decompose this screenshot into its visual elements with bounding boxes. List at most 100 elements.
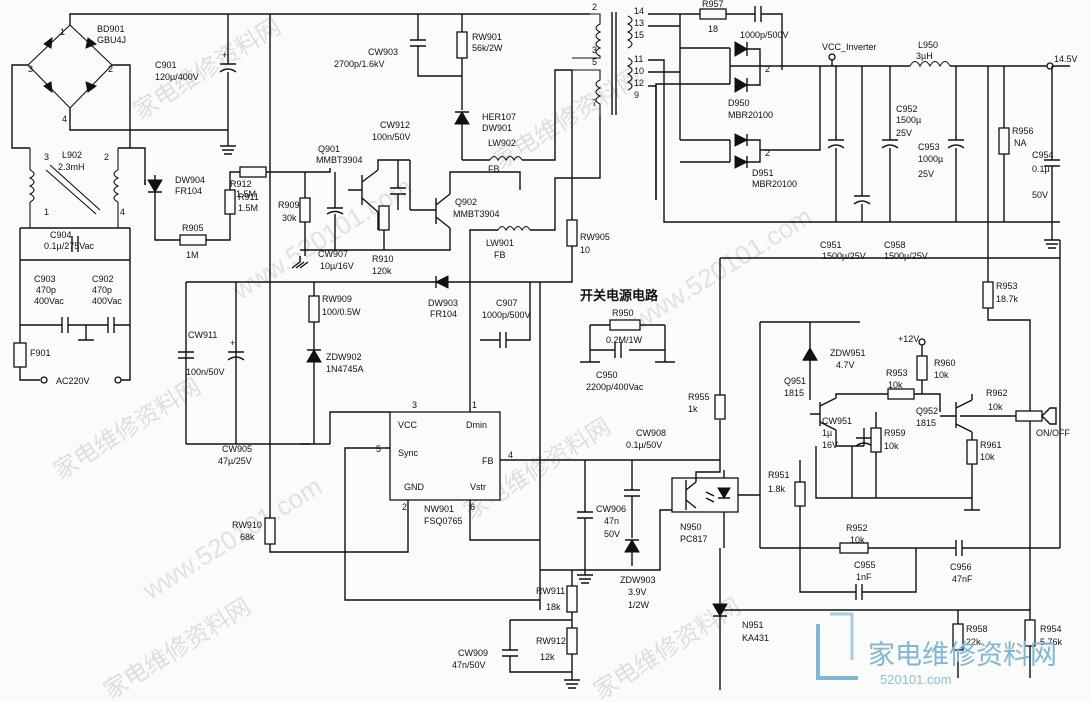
svg-text:ZDW951: ZDW951 xyxy=(830,348,866,358)
svg-text:100n/50V: 100n/50V xyxy=(372,132,411,142)
svg-text:22k: 22k xyxy=(966,637,981,647)
svg-text:D951: D951 xyxy=(752,168,774,178)
svg-text:1nF: 1nF xyxy=(856,572,872,582)
svg-text:C955: C955 xyxy=(854,560,876,570)
c952-capacitor: C952 1500µ 25V xyxy=(881,66,921,222)
svg-text:1815: 1815 xyxy=(916,418,936,428)
f901-fuse: F901 AC220V xyxy=(13,325,131,386)
svg-text:3: 3 xyxy=(412,400,417,410)
c901-capacitor: + C901 120µ/400V xyxy=(155,14,237,155)
bd901-val: GBU4J xyxy=(97,35,126,45)
logo-text: 家电维修资料网 xyxy=(868,640,1057,671)
svg-text:1N4745A: 1N4745A xyxy=(326,364,364,374)
svg-text:LW901: LW901 xyxy=(486,238,514,248)
svg-text:1µ: 1µ xyxy=(822,428,832,438)
watermark-layer: 家电维修资料网 家电维修资料网 家电维修资料网 家电维修资料网 家电维修资料网 … xyxy=(48,12,817,702)
svg-text:2200p/400Vac: 2200p/400Vac xyxy=(586,382,644,392)
svg-text:400Vac: 400Vac xyxy=(34,296,64,306)
svg-text:R961: R961 xyxy=(980,440,1002,450)
svg-text:C950: C950 xyxy=(596,370,618,380)
onoff-label: ON/OFF xyxy=(1036,428,1070,438)
svg-text:470p: 470p xyxy=(92,285,112,295)
svg-text:ZDW903: ZDW903 xyxy=(620,575,656,585)
svg-text:NA: NA xyxy=(1014,138,1027,148)
svg-text:RW905: RW905 xyxy=(580,232,610,242)
svg-text:2: 2 xyxy=(765,148,770,158)
bridge-rectifier: 13 24 BD901 GBU4J xyxy=(27,24,126,124)
svg-text:CW905: CW905 xyxy=(222,444,252,454)
rw909-resistor: RW909 100/0.5W xyxy=(308,282,361,350)
svg-text:2: 2 xyxy=(765,64,770,74)
logo-url: 520101.com xyxy=(880,672,952,687)
svg-text:3.9V: 3.9V xyxy=(628,587,647,597)
page-title: 开关电源电路 xyxy=(580,288,659,304)
rw911-resistor: RW911 18k xyxy=(536,585,578,613)
svg-text:1/2W: 1/2W xyxy=(628,600,650,610)
svg-text:Q901: Q901 xyxy=(318,144,340,154)
n950-optocoupler: N950 PC817 xyxy=(671,460,760,548)
svg-text:10: 10 xyxy=(634,66,644,76)
ground-icon xyxy=(291,261,309,269)
r954-resistor: R954 5.76k xyxy=(1024,548,1063,678)
svg-text:MMBT3904: MMBT3904 xyxy=(316,155,363,165)
svg-text:14: 14 xyxy=(634,6,644,16)
svg-text:1500µ/25V: 1500µ/25V xyxy=(822,251,866,261)
svg-text:RW911: RW911 xyxy=(536,586,565,596)
svg-text:HER107: HER107 xyxy=(482,112,516,122)
svg-text:FB: FB xyxy=(482,456,494,466)
svg-text:1k: 1k xyxy=(688,404,698,414)
onoff-connector[interactable]: ON/OFF xyxy=(1036,407,1070,438)
r951-resistor: R951 1.8k xyxy=(768,460,806,548)
svg-text:100n/50V: 100n/50V xyxy=(186,367,225,377)
svg-text:2: 2 xyxy=(402,502,407,512)
svg-text:C954: C954 xyxy=(1032,150,1054,160)
dw903-diode: DW903 FR104 xyxy=(186,275,458,319)
svg-text:CW911: CW911 xyxy=(188,330,217,340)
svg-text:9: 9 xyxy=(634,90,639,100)
svg-text:C952: C952 xyxy=(896,104,918,114)
svg-text:6: 6 xyxy=(470,502,475,512)
svg-text:1: 1 xyxy=(44,207,49,217)
cw903-capacitor: CW903 2700p/1.6kV xyxy=(334,14,462,77)
c901-val: 120µ/400V xyxy=(155,72,199,82)
svg-text:DW901: DW901 xyxy=(482,123,512,133)
cw912-capacitor: CW912 100n/50V xyxy=(372,120,411,210)
f901-ref: F901 xyxy=(30,348,51,358)
her107-diode: HER107 DW901 xyxy=(454,111,516,160)
svg-text:3µH: 3µH xyxy=(916,51,933,61)
svg-text:47n/50V: 47n/50V xyxy=(452,660,486,670)
svg-text:13: 13 xyxy=(634,18,644,28)
svg-text:C951: C951 xyxy=(820,240,842,250)
svg-text:R950: R950 xyxy=(612,308,634,318)
svg-text:25V: 25V xyxy=(918,169,934,179)
svg-text:18: 18 xyxy=(708,24,718,34)
svg-text:12: 12 xyxy=(634,78,644,88)
cw909-capacitor: CW909 47n/50V xyxy=(452,619,572,673)
svg-text:R957: R957 xyxy=(702,0,724,9)
l902-val: 2.3mH xyxy=(58,162,85,172)
svg-text:0.2M/1W: 0.2M/1W xyxy=(606,335,643,345)
site-logo: 家电维修资料网 520101.com xyxy=(816,612,1057,687)
c956-capacitor: C956 47nF xyxy=(950,540,1060,584)
svg-text:10k: 10k xyxy=(888,380,903,390)
ac-input-label: AC220V xyxy=(56,376,90,386)
svg-text:16V: 16V xyxy=(822,440,838,450)
c904-val: 0.1µ/275Vac xyxy=(44,241,95,251)
bd901-ref: BD901 xyxy=(97,24,125,34)
cw906-capacitor: CW906 47n 50V xyxy=(577,460,626,584)
svg-text:2: 2 xyxy=(592,2,597,12)
svg-text:1.5M: 1.5M xyxy=(236,189,256,199)
svg-text:30k: 30k xyxy=(282,213,297,223)
svg-text:120k: 120k xyxy=(372,266,392,276)
svg-text:15: 15 xyxy=(634,30,644,40)
svg-text:3: 3 xyxy=(592,45,597,55)
q952-transistor: Q952 1815 xyxy=(916,399,973,433)
zdw903-zener: ZDW903 3.9V 1/2W xyxy=(620,539,656,610)
svg-text:R955: R955 xyxy=(688,392,710,402)
rw912-resistor: RW912 12k xyxy=(536,627,578,662)
cw911-capacitor: CW911 100n/50V xyxy=(178,330,225,377)
ic-part: FSQ0765 xyxy=(424,516,463,526)
svg-text:18.7k: 18.7k xyxy=(996,294,1019,304)
svg-text:4: 4 xyxy=(508,450,513,460)
